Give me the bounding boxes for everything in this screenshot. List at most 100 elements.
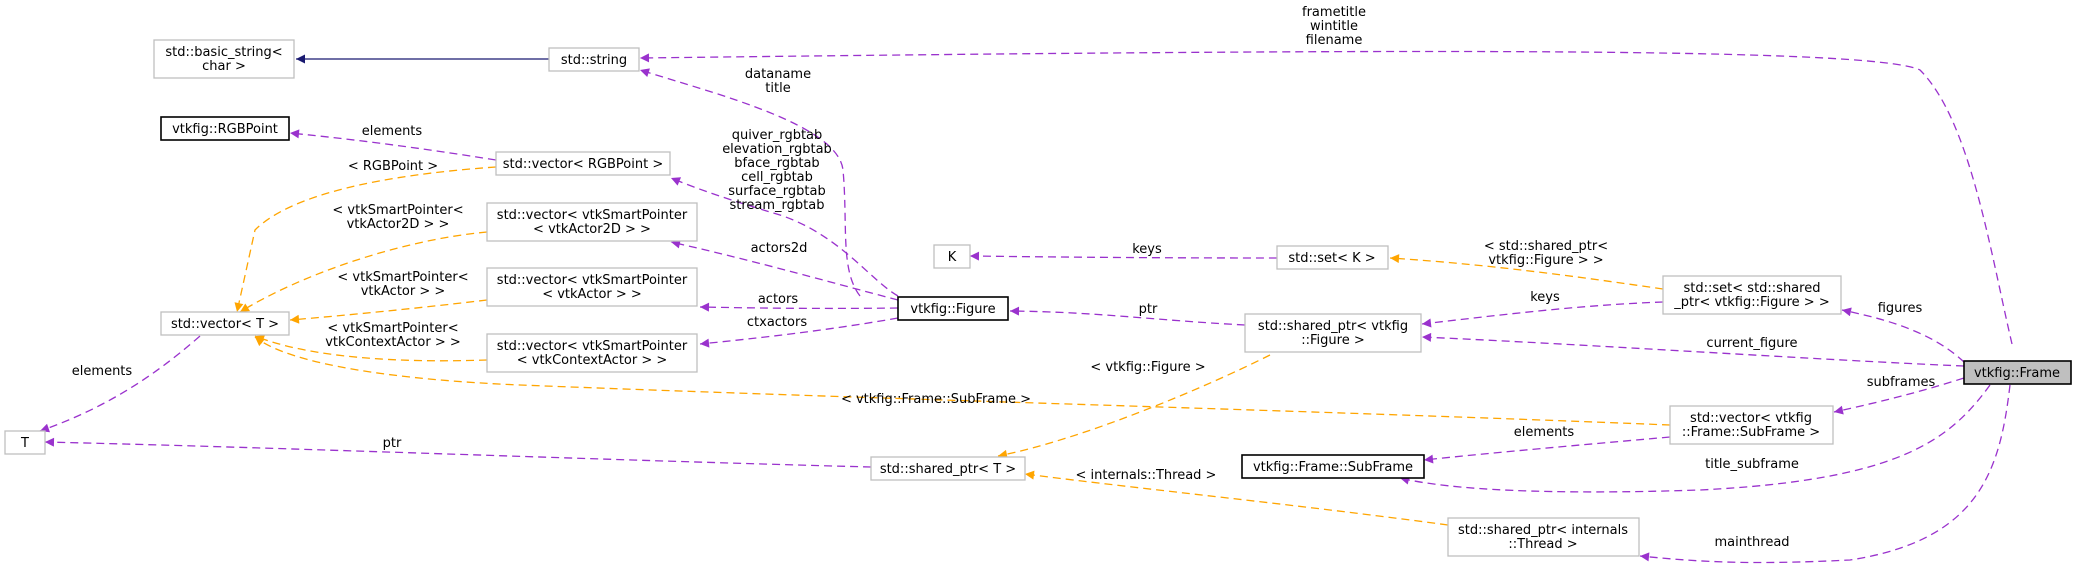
text-line: vtkfig::Figure — [910, 302, 995, 317]
text-line: vtkActor2D > > — [347, 217, 450, 232]
text-line: std::set< K > — [1288, 251, 1375, 266]
text-line: keys — [1530, 290, 1560, 305]
edge-template-shared-thread — [1024, 470, 1449, 526]
edge-template-ctxactor — [254, 335, 488, 362]
edge-figure-actors2d — [670, 239, 899, 301]
node-shared-t[interactable]: std::shared_ptr< T > — [870, 456, 1026, 481]
text-line: current_figure — [1706, 336, 1797, 351]
text-line: elements — [72, 364, 133, 379]
edge-figure-string — [639, 68, 861, 297]
text-line: stream_rgbtab — [730, 198, 825, 213]
edge-label-subframe-elements: elements — [1514, 425, 1575, 440]
text-line: < std::shared_ptr< — [1484, 239, 1608, 254]
text-line: title_subframe — [1705, 457, 1799, 472]
edge-label-subframes: subframes — [1867, 375, 1936, 390]
node-set-shared[interactable]: std::set< std::shared_ptr< vtkfig::Figur… — [1662, 275, 1842, 315]
node-vector-rgbpoint[interactable]: std::vector< RGBPoint > — [495, 151, 671, 176]
text-line: T — [20, 436, 29, 451]
node-vector-actor-label: std::vector< vtkSmartPointer< vtkActor >… — [497, 273, 688, 302]
text-line: ::Figure > — [1301, 333, 1364, 348]
node-string[interactable]: std::string — [548, 47, 640, 72]
node-k[interactable]: K — [933, 244, 971, 269]
node-shared-figure-label: std::shared_ptr< vtkfig::Figure > — [1258, 319, 1408, 348]
node-set-k[interactable]: std::set< K > — [1276, 245, 1389, 270]
node-vector-actor2d-label: std::vector< vtkSmartPointer< vtkActor2D… — [497, 208, 688, 237]
text-line: frametitle — [1302, 5, 1366, 20]
node-figure[interactable]: vtkfig::Figure — [897, 296, 1009, 321]
text-line: < vtkSmartPointer< — [332, 203, 463, 218]
node-k-label: K — [948, 250, 957, 265]
text-line: std::vector< RGBPoint > — [503, 157, 663, 172]
edge-label-rgbpoint-elements: elements — [362, 124, 423, 139]
edge-vector-t-elements — [39, 335, 201, 433]
text-line: vtkfig::Frame::SubFrame — [1253, 460, 1413, 475]
text-line: std::vector< vtkSmartPointer — [497, 208, 688, 223]
edge-label-ctxactors: ctxactors — [747, 315, 807, 330]
edge-label-vector-t-subframe: < vtkfig::Frame::SubFrame > — [841, 392, 1031, 407]
edge-label-ptr-t: ptr — [383, 436, 402, 451]
node-vector-subframe[interactable]: std::vector< vtkfig::Frame::SubFrame > — [1669, 405, 1834, 445]
text-line: ptr — [1139, 302, 1158, 317]
text-line: std::shared_ptr< vtkfig — [1258, 319, 1408, 334]
text-line: vtkActor > > — [361, 284, 446, 299]
text-line: subframes — [1867, 375, 1936, 390]
edge-frame-mainthread — [1639, 384, 2011, 564]
nodes: std::basic_string<char > std::string vtk… — [4, 39, 2072, 557]
node-vector-actor2d[interactable]: std::vector< vtkSmartPointer< vtkActor2D… — [486, 202, 698, 242]
node-t[interactable]: T — [4, 430, 46, 455]
edge-template-shared-figure — [997, 354, 1271, 459]
text-line: vtkfig::Figure > > — [1488, 253, 1603, 268]
node-frame[interactable]: vtkfig::Frame — [1963, 360, 2072, 385]
node-subframe[interactable]: vtkfig::Frame::SubFrame — [1241, 454, 1425, 479]
edge-shared-figure-ptr — [1009, 306, 1246, 326]
text-line: quiver_rgbtab — [732, 128, 823, 143]
text-line: _ptr< vtkfig::Figure > > — [1673, 295, 1829, 310]
text-line: < vtkfig::Frame::SubFrame > — [841, 392, 1031, 407]
text-line: vtkfig::RGBPoint — [172, 122, 278, 137]
edge-template-subframe — [254, 336, 1671, 426]
text-line: std::string — [561, 53, 627, 68]
text-line: keys — [1132, 242, 1162, 257]
node-vector-ctxactor[interactable]: std::vector< vtkSmartPointer< vtkContext… — [486, 333, 698, 373]
node-vector-actor[interactable]: std::vector< vtkSmartPointer< vtkActor >… — [486, 267, 698, 307]
text-line: < vtkContextActor > > — [517, 353, 668, 368]
text-line: K — [948, 250, 957, 265]
node-shared-t-label: std::shared_ptr< T > — [880, 462, 1016, 477]
node-rgbpoint[interactable]: vtkfig::RGBPoint — [160, 116, 290, 141]
node-basic-string-label: std::basic_string<char > — [165, 45, 282, 74]
edge-label-mainthread: mainthread — [1714, 535, 1789, 550]
text-line: std::shared_ptr< T > — [880, 462, 1016, 477]
edge-template-actor — [289, 299, 488, 324]
text-line: elements — [1514, 425, 1575, 440]
text-line: std::vector< vtkSmartPointer — [497, 339, 688, 354]
node-string-label: std::string — [561, 53, 627, 68]
text-line: elevation_rgbtab — [722, 142, 832, 157]
node-subframe-label: vtkfig::Frame::SubFrame — [1253, 460, 1413, 475]
text-line: ptr — [383, 436, 402, 451]
text-line: bface_rgbtab — [734, 156, 819, 171]
text-line: < vtkActor > > — [542, 287, 642, 302]
node-shared-thread[interactable]: std::shared_ptr< internals::Thread > — [1447, 517, 1640, 557]
edge-frame-figures — [1841, 307, 1965, 363]
edge-label-shared-t-thread: < internals::Thread > — [1076, 468, 1217, 483]
edge-vector-rgbpoint-elements — [289, 129, 497, 161]
edge-frame-title-subframe — [1399, 384, 1991, 493]
node-basic-string[interactable]: std::basic_string<char > — [153, 39, 295, 79]
node-vector-t[interactable]: std::vector< T > — [160, 311, 290, 336]
node-shared-figure[interactable]: std::shared_ptr< vtkfig::Figure > — [1244, 313, 1422, 353]
edge-label-keys-shared: keys — [1530, 290, 1560, 305]
edge-label-actors2d: actors2d — [751, 241, 808, 256]
edge-set-k-keys — [969, 251, 1278, 261]
edge-frame-current-figure — [1421, 332, 1965, 367]
text-line: dataname — [745, 67, 811, 82]
edge-figure-rgbtabs — [670, 177, 899, 297]
text-line: < internals::Thread > — [1076, 468, 1217, 483]
text-line: vtkfig::Frame — [1974, 366, 2060, 381]
node-figure-label: vtkfig::Figure — [910, 302, 995, 317]
edge-template-actor2d — [239, 231, 488, 313]
